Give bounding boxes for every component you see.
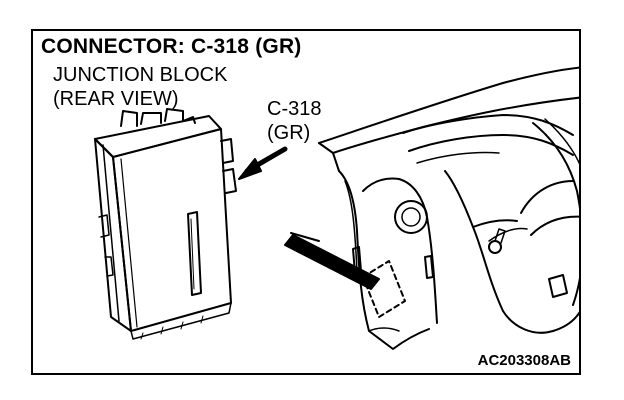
- junction-block-label: JUNCTION BLOCK (REAR VIEW): [53, 63, 227, 111]
- junction-block-label-line: JUNCTION BLOCK: [53, 64, 228, 86]
- diagram-frame: CONNECTOR: C-318 (GR) JUNCTION BLOCK (RE…: [31, 29, 581, 375]
- figure-code: AC203308AB: [477, 352, 571, 369]
- diagram-title: CONNECTOR: C-318 (GR): [41, 35, 302, 58]
- illustration: [94, 66, 579, 350]
- location-arrow: [284, 232, 380, 290]
- dashboard-drawing: [318, 66, 579, 350]
- junction-block-label-line: (REAR VIEW): [53, 88, 179, 110]
- connector-arrow: [238, 146, 288, 180]
- connector-label: C-318 (GR): [267, 97, 321, 145]
- connector-label-line: C-318: [267, 98, 322, 120]
- junction-block-drawing: [94, 108, 237, 340]
- connector-label-line: (GR): [267, 122, 311, 144]
